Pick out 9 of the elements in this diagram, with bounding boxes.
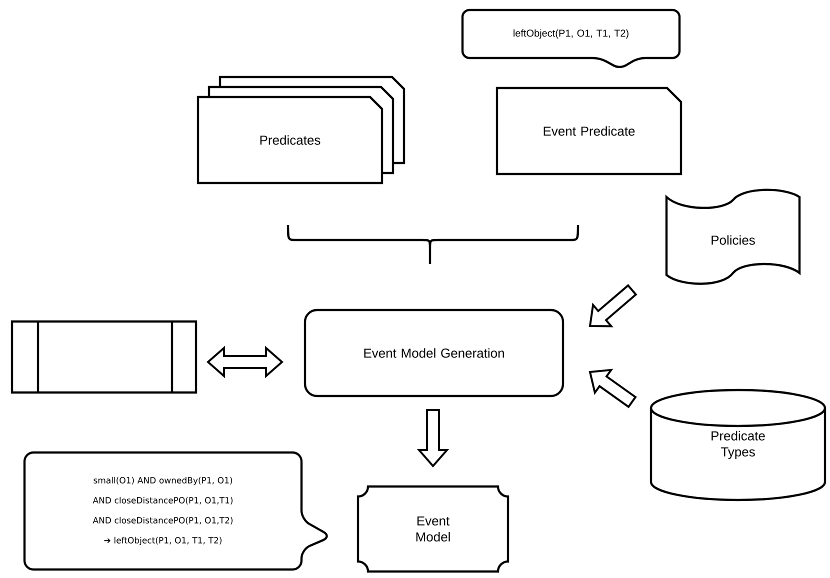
process-box: Event Model Generation [304,308,564,398]
speech-bubble: small(O1) AND ownedBy(P1, O1) AND closeDistancePO(P1, O1,T1) AND closeDistancePO(P1, O1,T2) ➔ leftObject(P1, O1, T1, T2) [23,451,328,571]
block-arrow [416,409,450,468]
plaque-box: Event Model [356,485,510,573]
document-box: Event Predicate [496,86,682,176]
speech-bubble: leftObject(P1, O1, T1, T2) [461,8,681,68]
document-stack: Predicates [196,76,406,184]
database-cylinder: Predicate Types [650,388,826,502]
process-box [10,320,198,394]
